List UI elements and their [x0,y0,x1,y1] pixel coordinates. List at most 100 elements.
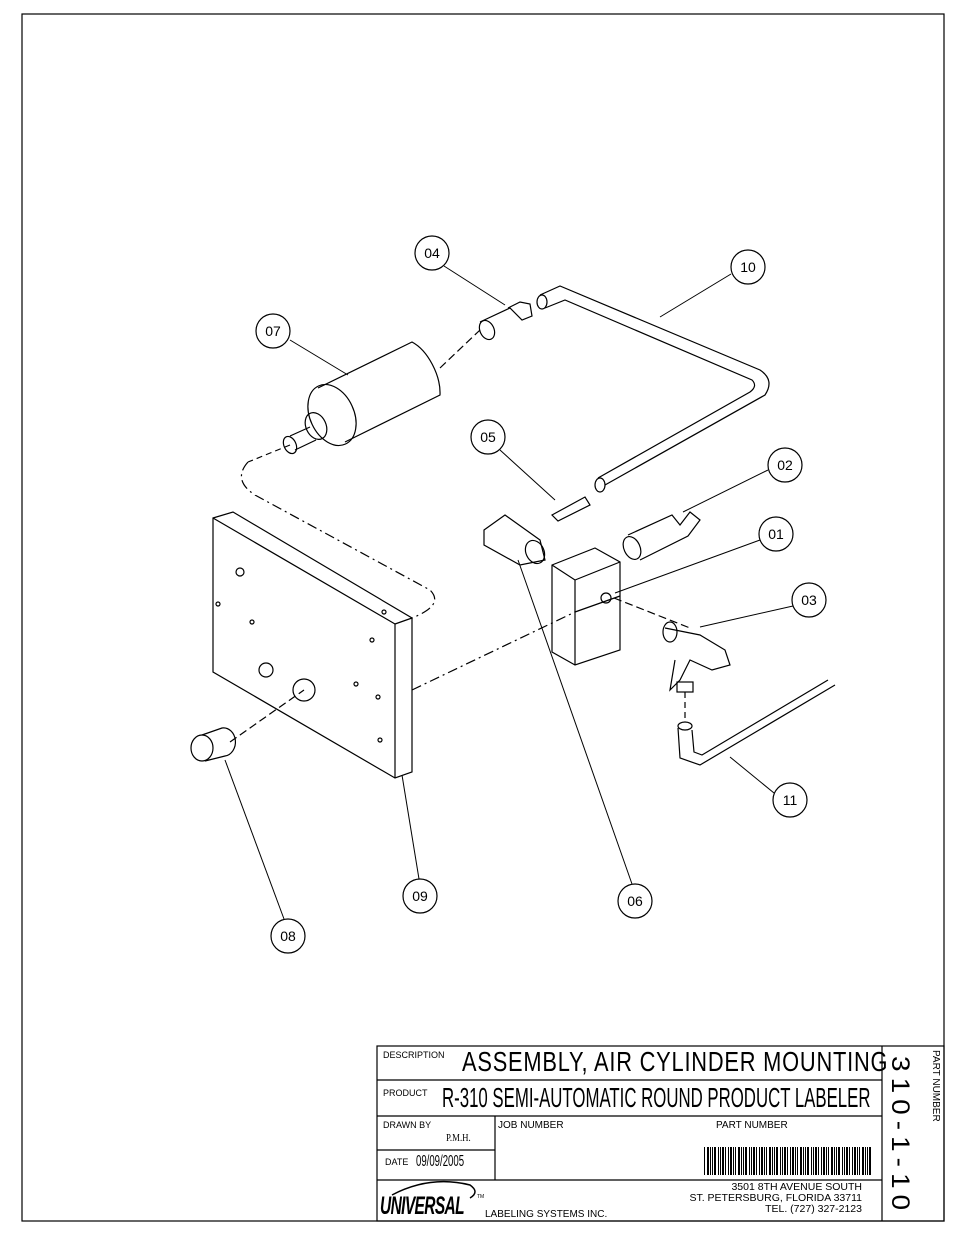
barcode-bar [710,1147,711,1175]
leader-lines [224,265,794,920]
barcode-bar [869,1147,871,1175]
part-06-elbow-fitting [483,514,546,566]
description-label: DESCRIPTION [383,1050,445,1060]
barcode-bar [743,1147,744,1175]
barcode-bar [718,1147,719,1175]
address-line-2: ST. PETERSBURG, FLORIDA 33711 [689,1192,862,1204]
barcode-bar [846,1147,848,1175]
part-05-fitting [551,496,591,522]
sheet-border [21,13,945,1222]
part-09-mounting-plate [212,461,576,779]
balloon-label: 10 [740,259,756,275]
job-number-label: JOB NUMBER [498,1120,564,1131]
barcode-bar [828,1147,829,1175]
barcode-bar [782,1147,783,1175]
barcode-bar [751,1147,752,1175]
barcode-bar [759,1147,760,1175]
barcode-bar [707,1147,709,1175]
balloon-circle [470,419,506,455]
address-line-1: 3501 8TH AVENUE SOUTH [731,1181,862,1193]
barcode-bar [857,1147,858,1175]
barcode-bar [761,1147,763,1175]
balloon-05: 05 [470,419,506,455]
balloon-11: 11 [772,782,808,818]
barcode [704,1147,871,1175]
part-02-fitting [622,511,701,561]
balloon-label: 05 [480,429,496,445]
barcode-bar [862,1147,864,1175]
barcode-bar [865,1147,866,1175]
balloon-circle [772,782,808,818]
barcode-bar [784,1147,786,1175]
balloon-label: 04 [424,245,440,261]
company-logo [391,1180,476,1199]
barcode-bar [831,1147,833,1175]
balloon-label: 08 [280,928,296,944]
drawn-by-label: DRAWN BY [383,1120,432,1130]
barcode-bar [704,1147,705,1175]
barcode-bar [859,1147,860,1175]
balloon-circle [402,878,438,914]
part-03-elbow-fitting [662,621,731,720]
balloon-09: 09 [402,878,438,914]
balloon-08: 08 [270,918,306,954]
balloon-03: 03 [791,582,827,618]
barcode-bar [867,1147,868,1175]
barcode-bar [735,1147,736,1175]
barcode-bar [728,1147,729,1175]
barcode-bar [764,1147,765,1175]
barcode-bar [795,1147,796,1175]
barcode-bar [797,1147,798,1175]
barcode-bar [813,1147,814,1175]
barcode-bar [792,1147,794,1175]
barcode-bar [730,1147,732,1175]
barcode-bar [722,1147,724,1175]
barcode-bar [766,1147,767,1175]
product-label: PRODUCT [383,1088,428,1098]
date-label: DATE [385,1157,409,1167]
balloon-label: 03 [801,592,817,608]
date-value: 09/09/2005 [416,1153,465,1170]
barcode-bar [826,1147,827,1175]
balloon-04: 04 [414,235,450,271]
product-value: R-310 SEMI-AUTOMATIC ROUND PRODUCT LABEL… [442,1082,871,1113]
part-10-tubing [536,285,770,493]
balloon-circle [617,883,653,919]
barcode-bar [712,1147,713,1175]
barcode-bar [807,1147,809,1175]
balloon-label: 07 [265,323,281,339]
barcode-bar [854,1147,856,1175]
barcode-bar [720,1147,721,1175]
side-part-number-label: PART NUMBER [930,1050,941,1122]
title-block [376,1045,945,1222]
balloon-circle [270,918,306,954]
company-name: LABELING SYSTEMS INC. [485,1209,608,1220]
barcode-bar [800,1147,802,1175]
barcode-bar [714,1147,716,1175]
balloon-circle [791,582,827,618]
balloon-circle [255,313,291,349]
barcode-bar [815,1147,817,1175]
part-01-valve [551,547,691,666]
balloon-label: 06 [627,893,643,909]
balloon-label: 02 [777,457,793,473]
balloons: 04 10 07 05 02 01 03 11 09 06 08 [255,235,827,954]
drawn-by-value: P.M.H. [446,1132,471,1144]
barcode-bar [834,1147,835,1175]
barcode-bar [738,1147,740,1175]
barcode-bar [725,1147,726,1175]
part-11-tubing [677,679,836,766]
balloon-01: 01 [758,516,794,552]
balloon-label: 09 [412,888,428,904]
barcode-bar [836,1147,837,1175]
barcode-bar [805,1147,806,1175]
balloon-label: 01 [768,526,784,542]
barcode-bar [790,1147,791,1175]
barcode-bar [803,1147,804,1175]
balloon-circle [767,447,803,483]
barcode-bar [753,1147,755,1175]
balloon-circle [414,235,450,271]
part-number-value: 310-1-10 [886,1056,915,1217]
balloon-07: 07 [255,313,291,349]
barcode-bar [787,1147,788,1175]
